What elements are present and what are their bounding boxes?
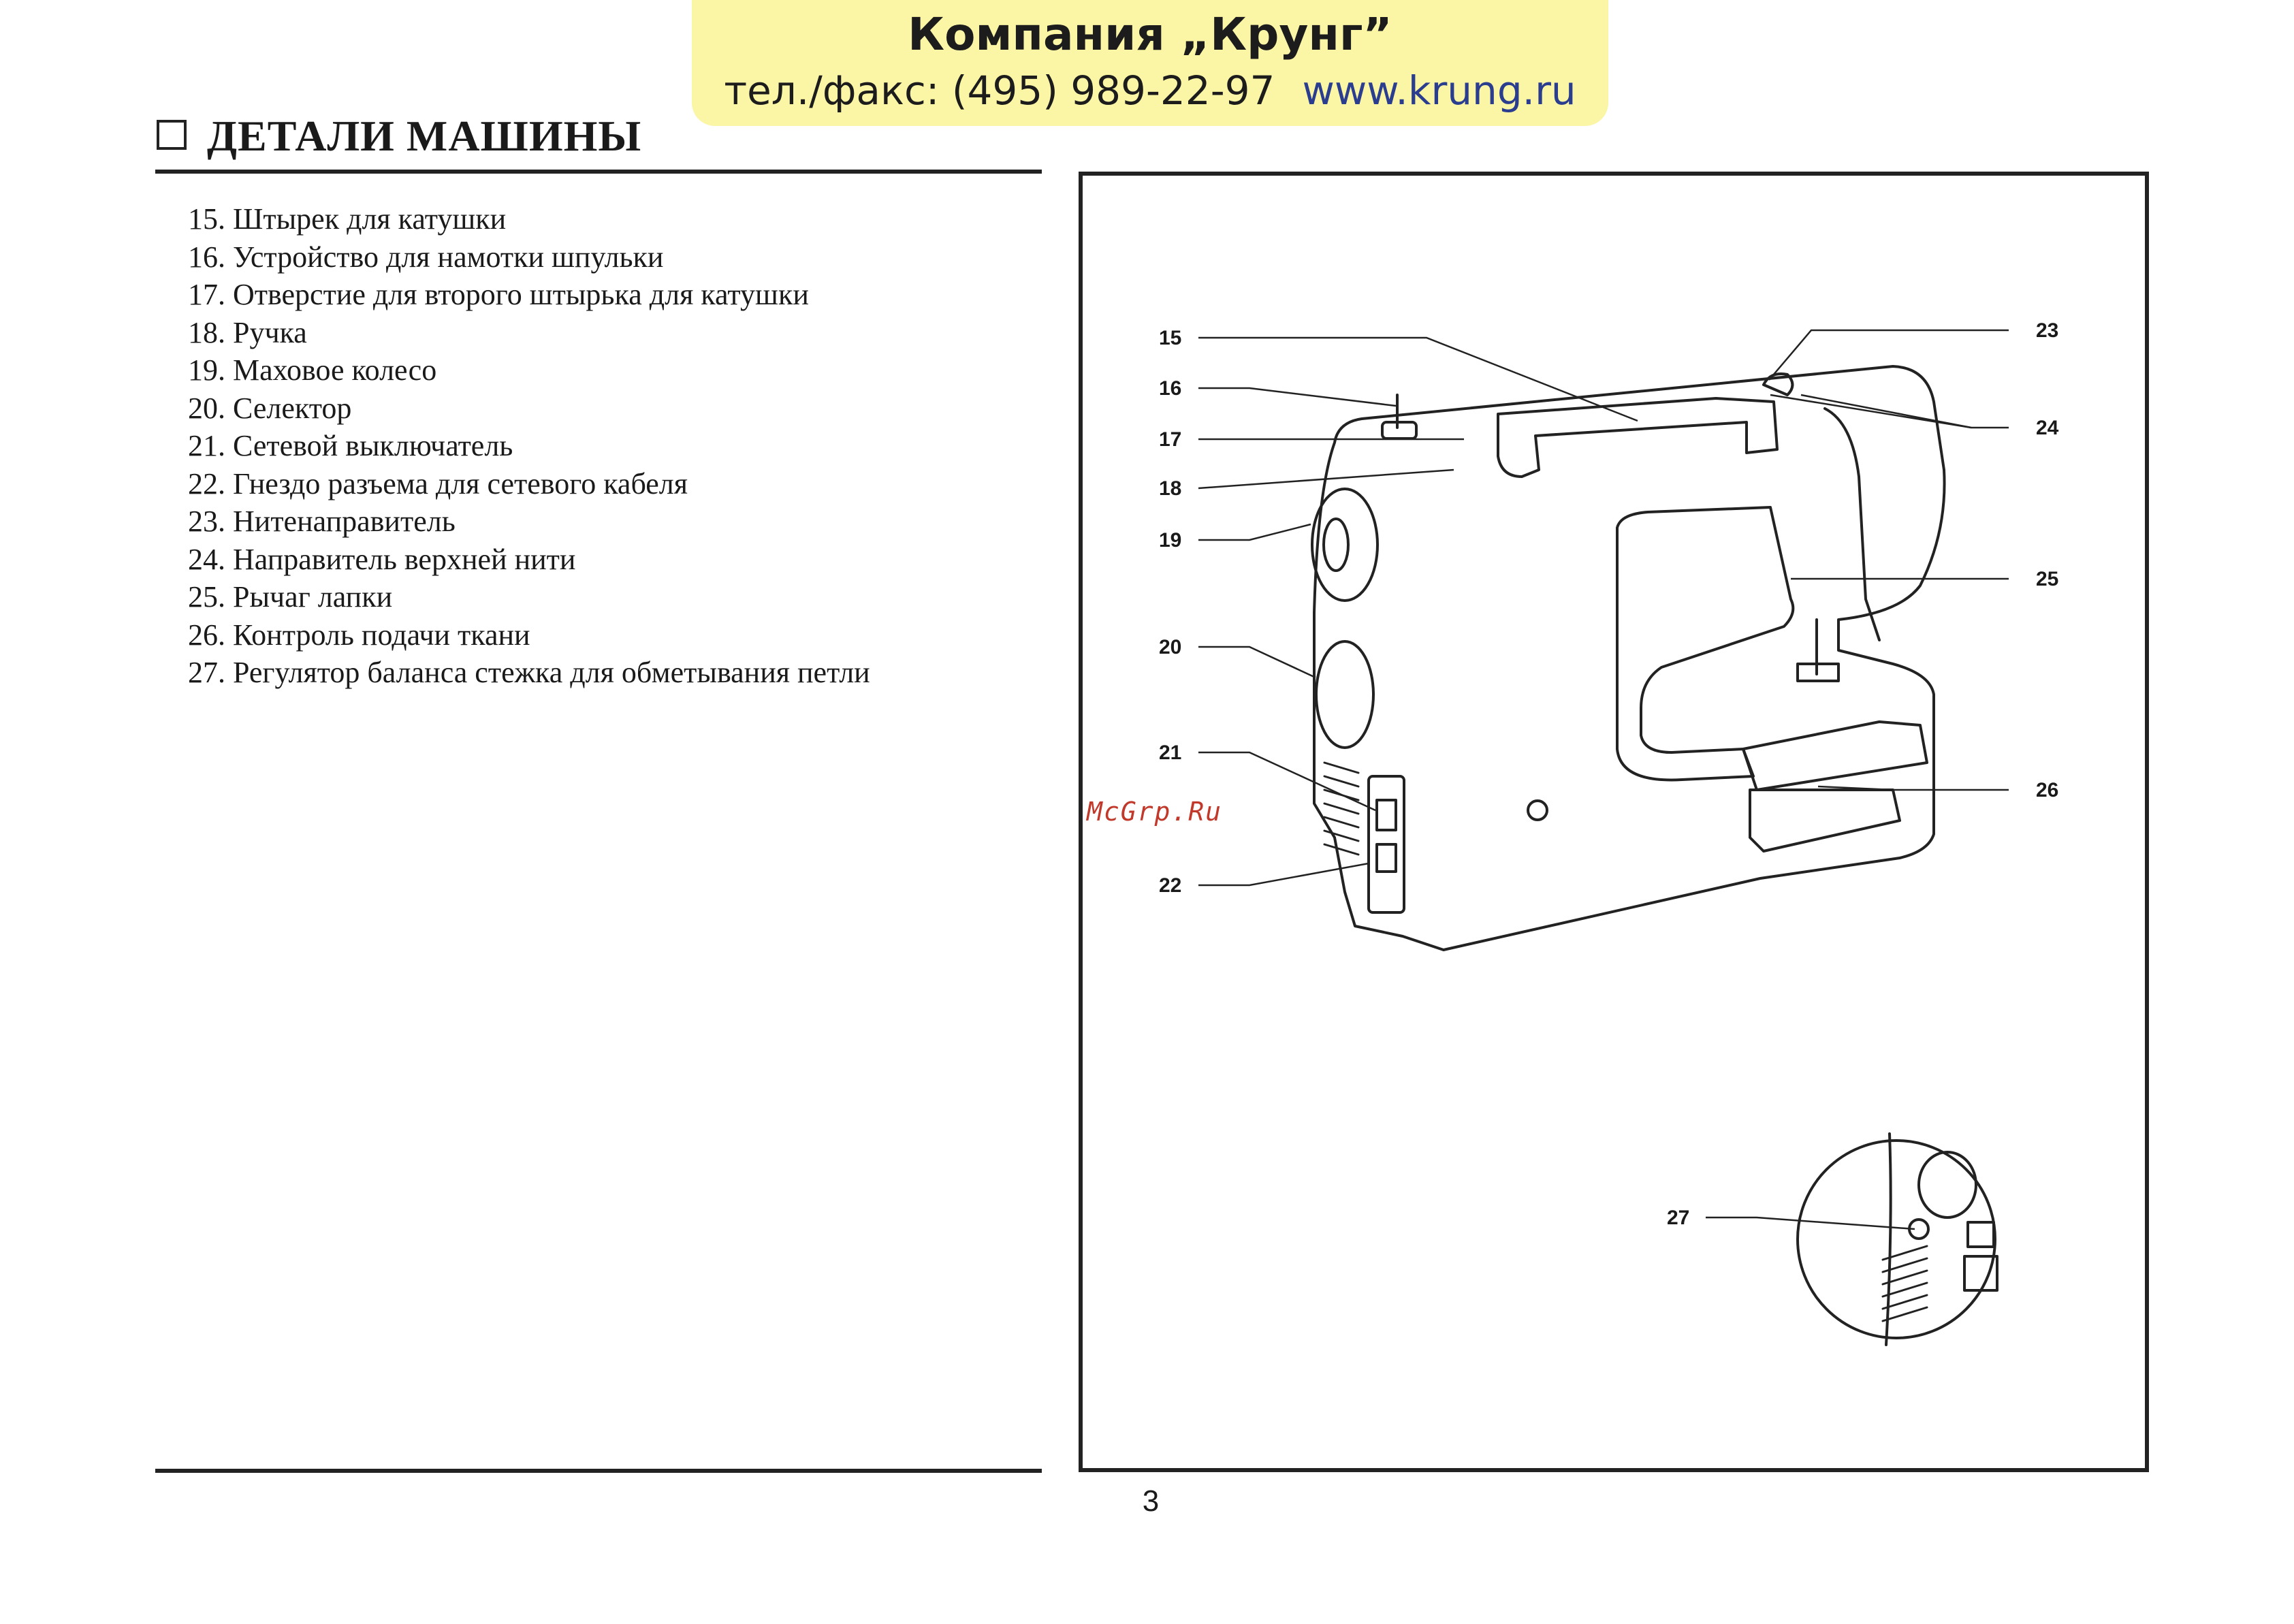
vent-slots — [1323, 761, 1360, 856]
callout-27: 27 — [1667, 1207, 1689, 1229]
watermark: McGrp.Ru — [1087, 797, 1223, 827]
callout-25: 25 — [2036, 568, 2058, 590]
callout-24: 24 — [2036, 417, 2059, 439]
bottom-divider — [155, 1469, 1042, 1473]
callout-21: 21 — [1159, 742, 1181, 764]
inset-detail-circle — [1796, 1139, 1996, 1339]
machine-free-arm — [1749, 789, 1901, 853]
callout-26: 26 — [2036, 779, 2058, 801]
machine-body-outline — [1313, 365, 1946, 951]
section-title: ДЕТАЛИ МАШИНЫ — [207, 112, 642, 160]
callout-15: 15 — [1159, 327, 1181, 349]
power-switch-panel — [1367, 775, 1405, 914]
front-button — [1527, 799, 1548, 821]
machine-head — [1823, 407, 1881, 641]
list-item: 19. Маховое колесо — [188, 353, 437, 387]
banner-url-link[interactable]: www.krung.ru — [1302, 67, 1576, 114]
callout-23: 23 — [2036, 319, 2058, 342]
list-item: 21. Сетевой выключатель — [188, 429, 513, 462]
page-number: 3 — [1142, 1484, 1160, 1518]
banner-company-name: Компания „Крунг” — [908, 8, 1392, 61]
callout-17: 17 — [1159, 428, 1181, 451]
list-item: 16. Устройство для намотки шпульки — [188, 240, 664, 274]
flywheel — [1311, 488, 1379, 602]
inset-body — [1885, 1132, 1892, 1346]
list-item: 24. Направитель верхней нити — [188, 542, 576, 576]
header-banner: Компания „Крунг” тел./факс: (495) 989-22… — [692, 0, 1608, 126]
list-item: 15. Штырек для катушки — [188, 202, 507, 236]
bobbin-winder — [1381, 421, 1418, 440]
section-checkbox-icon — [157, 120, 187, 150]
machine-arm-opening — [1616, 506, 1795, 782]
banner-phone: тел./факс: (495) 989-22-97 — [724, 67, 1275, 114]
top-divider — [155, 170, 1042, 174]
list-item: 26. Контроль подачи ткани — [188, 618, 530, 652]
callout-22: 22 — [1159, 874, 1181, 897]
callout-leaders — [1198, 329, 2009, 1230]
figure-frame — [1079, 172, 2149, 1472]
sewing-machine-illustration — [1311, 365, 1998, 1346]
list-item: 23. Нитенаправитель — [188, 505, 456, 538]
list-item: 22. Гнездо разъема для сетевого кабеля — [188, 466, 688, 500]
list-item: 20. Селектор — [188, 391, 352, 425]
thread-guide — [1762, 372, 1794, 396]
list-item: 17. Отверстие для второго штырька для ка… — [188, 278, 809, 311]
callout-20: 20 — [1159, 636, 1181, 658]
machine-handle-shape — [1497, 397, 1779, 478]
list-item: 27. Регулятор баланса стежка для обметыв… — [188, 656, 870, 689]
callout-16: 16 — [1159, 377, 1181, 400]
list-item: 25. Рычаг лапки — [188, 580, 393, 614]
banner-contact: тел./факс: (495) 989-22-97 www.krung.ru — [692, 63, 1608, 118]
parts-list: 15. Штырек для катушки 16. Устройство дл… — [188, 200, 870, 692]
list-item: 18. Ручка — [188, 315, 307, 349]
callout-19: 19 — [1159, 529, 1181, 552]
machine-bed — [1742, 720, 1928, 791]
selector-dial — [1315, 640, 1375, 749]
callout-18: 18 — [1159, 477, 1181, 500]
